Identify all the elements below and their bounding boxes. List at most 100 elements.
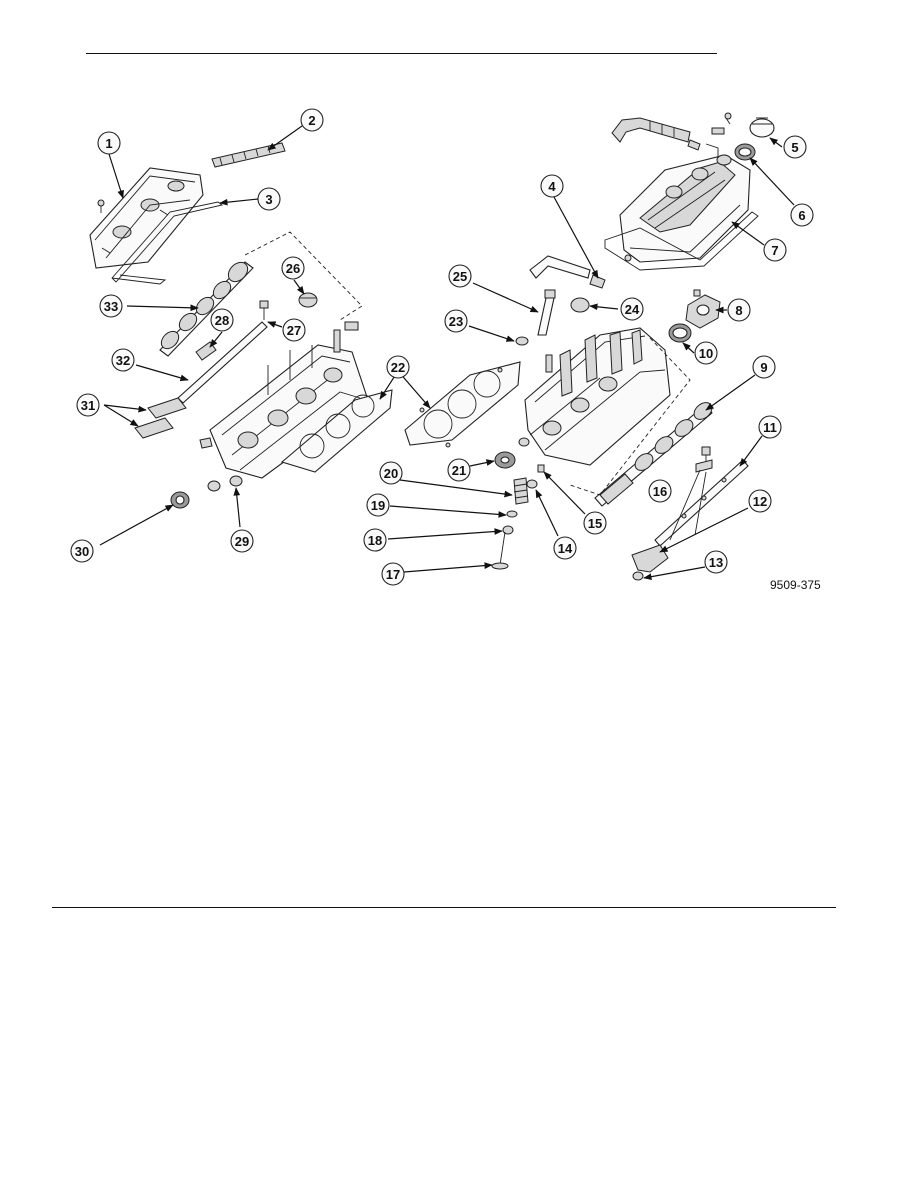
svg-text:10: 10 — [699, 346, 713, 361]
right-rocker-arm — [631, 544, 669, 573]
svg-text:22: 22 — [391, 360, 405, 375]
callout-7: 7 — [763, 238, 787, 262]
callout-3: 3 — [257, 187, 281, 211]
right-cam-plug — [570, 297, 590, 313]
callout-25: 25 — [448, 264, 472, 288]
callout-4: 4 — [540, 174, 564, 198]
leader-lines — [99, 125, 795, 580]
svg-text:19: 19 — [371, 498, 385, 513]
svg-text:33: 33 — [104, 299, 118, 314]
rocker-arms — [134, 397, 187, 439]
valve-keeper — [502, 525, 514, 535]
svg-text:5: 5 — [791, 140, 798, 155]
cylinder-head-exploded-diagram: 1 2 3 4 5 6 7 8 9 10 11 12 13 14 15 16 1… — [70, 108, 821, 592]
svg-text:21: 21 — [452, 463, 466, 478]
callout-33: 33 — [99, 294, 123, 318]
callout-31: 31 — [76, 393, 100, 417]
spring-seat — [537, 464, 545, 473]
right-alignment-guide — [569, 337, 691, 496]
svg-text:3: 3 — [265, 192, 272, 207]
right-shaft-retainer — [669, 446, 713, 541]
svg-text:24: 24 — [625, 302, 640, 317]
callout-23: 23 — [444, 309, 468, 333]
right-cover-gasket — [604, 211, 759, 271]
svg-text:1: 1 — [105, 136, 112, 151]
valve-retainer — [506, 510, 518, 518]
valve — [491, 531, 509, 570]
svg-text:20: 20 — [384, 466, 398, 481]
rocker-shaft-retainer — [195, 341, 217, 361]
left-cylinder-head — [199, 321, 369, 479]
left-cam-oil-seal — [170, 491, 190, 509]
right-head-gasket — [404, 361, 521, 448]
callout-11: 11 — [758, 415, 782, 439]
left-rocker-shaft — [177, 321, 268, 404]
svg-text:9: 9 — [760, 360, 767, 375]
svg-text:6: 6 — [798, 208, 805, 223]
svg-text:13: 13 — [709, 555, 723, 570]
callout-5: 5 — [783, 135, 807, 159]
callout-20: 20 — [379, 461, 403, 485]
top-rule — [86, 53, 717, 54]
svg-text:31: 31 — [81, 398, 95, 413]
valve-spring — [513, 477, 529, 505]
callout-17: 17 — [381, 562, 405, 586]
callout-10: 10 — [694, 341, 718, 365]
svg-text:18: 18 — [368, 533, 382, 548]
svg-text:14: 14 — [558, 541, 573, 556]
callout-18: 18 — [363, 528, 387, 552]
svg-text:17: 17 — [386, 567, 400, 582]
callouts: 1 2 3 4 5 6 7 8 9 10 11 12 13 14 15 16 1… — [70, 108, 814, 586]
svg-text:32: 32 — [116, 353, 130, 368]
callout-19: 19 — [366, 493, 390, 517]
svg-text:15: 15 — [588, 516, 602, 531]
callout-1: 1 — [97, 131, 121, 155]
head-bolt — [537, 289, 556, 336]
pcv-hose — [211, 142, 286, 168]
svg-text:28: 28 — [215, 313, 229, 328]
lash-adjuster — [632, 571, 644, 581]
right-rocker-shaft — [654, 459, 749, 547]
svg-text:27: 27 — [287, 323, 301, 338]
cam-end-cover — [685, 289, 721, 329]
svg-text:11: 11 — [763, 420, 777, 435]
callout-2: 2 — [300, 108, 324, 132]
callout-12: 12 — [748, 489, 772, 513]
callout-22: 22 — [386, 355, 410, 379]
oil-filler-cap — [749, 117, 775, 138]
callout-28: 28 — [210, 308, 234, 332]
left-valve-seals — [207, 475, 243, 492]
callout-26: 26 — [281, 256, 305, 280]
callout-27: 27 — [282, 318, 306, 342]
right-breather-hose — [611, 112, 732, 158]
left-camshaft — [159, 261, 254, 357]
callout-15: 15 — [583, 511, 607, 535]
valve-stem-seal — [526, 479, 538, 489]
pcv-fitting — [529, 255, 606, 289]
right-cam-seal — [494, 451, 516, 469]
left-head-gasket — [280, 389, 393, 473]
callout-9: 9 — [752, 355, 776, 379]
callout-24: 24 — [620, 297, 644, 321]
figure-code: 9509-375 — [770, 578, 821, 592]
svg-text:29: 29 — [235, 534, 249, 549]
left-shaft-bolt — [259, 300, 269, 320]
svg-text:25: 25 — [453, 269, 467, 284]
callout-16: 16 — [648, 479, 672, 503]
svg-text:23: 23 — [449, 314, 463, 329]
head-bolt-washer — [515, 336, 529, 346]
callout-13: 13 — [704, 550, 728, 574]
svg-text:26: 26 — [286, 261, 300, 276]
svg-text:7: 7 — [771, 243, 778, 258]
svg-text:4: 4 — [548, 179, 556, 194]
callout-21: 21 — [447, 458, 471, 482]
left-cylinder-head-cover — [89, 167, 204, 269]
svg-text:8: 8 — [735, 303, 742, 318]
callout-14: 14 — [553, 536, 577, 560]
cam-end-cover-o-ring — [668, 323, 692, 343]
svg-text:16: 16 — [653, 484, 667, 499]
left-cam-plug — [298, 292, 318, 308]
callout-32: 32 — [111, 348, 135, 372]
stud — [545, 354, 553, 373]
svg-text:2: 2 — [308, 113, 315, 128]
